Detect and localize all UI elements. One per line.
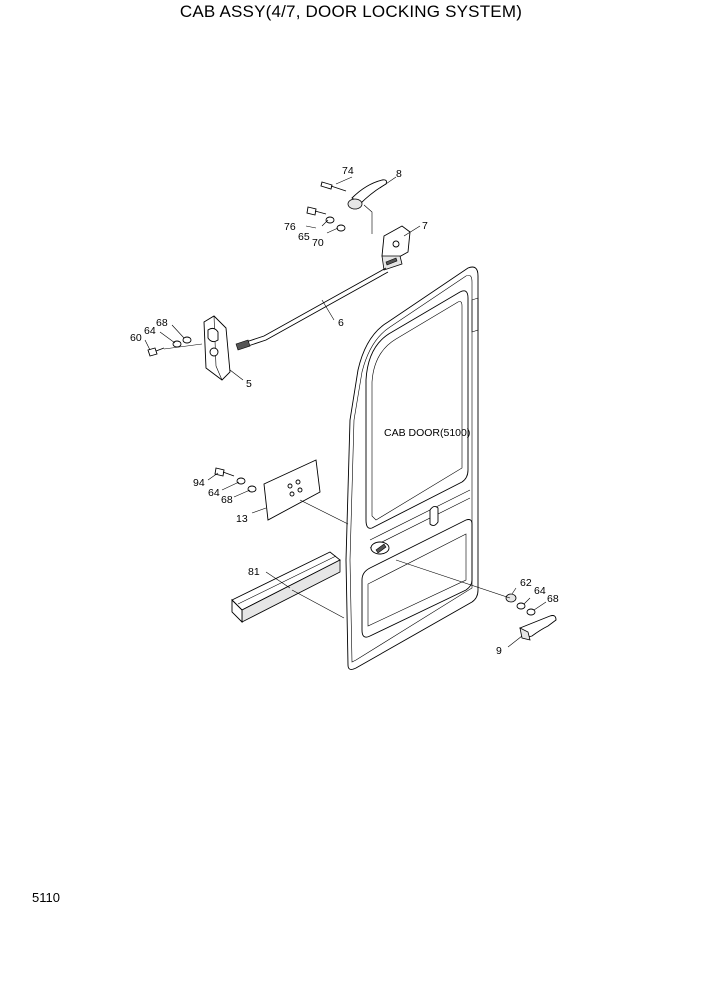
callout-94: 94	[193, 477, 205, 489]
bracket-7	[381, 225, 411, 271]
callout-62: 62	[520, 577, 532, 589]
washer-65	[325, 216, 335, 224]
lock-5	[203, 315, 251, 381]
callout-68-lower: 68	[547, 593, 559, 605]
rail-81	[231, 551, 341, 624]
washer-70	[336, 224, 346, 232]
callout-64-lower: 64	[534, 585, 546, 597]
callout-9: 9	[496, 645, 502, 657]
nut-62	[505, 593, 517, 603]
door-label: CAB DOOR(5100)	[384, 427, 470, 439]
callout-74: 74	[342, 165, 354, 177]
callout-labels: 74 8 76 7 65 70 6 68 64 60 5 94 64 68 13…	[130, 165, 559, 657]
callout-68-middle: 68	[221, 494, 233, 506]
callout-64-middle: 64	[208, 487, 220, 499]
washer-68-upper	[182, 336, 192, 344]
washer-68-lower	[526, 608, 536, 616]
rod-6	[245, 267, 389, 347]
callout-7: 7	[422, 220, 428, 232]
page-title: CAB ASSY(4/7, DOOR LOCKING SYSTEM)	[179, 2, 523, 21]
handle-9	[519, 615, 557, 641]
washer-64-lower	[516, 602, 526, 610]
plate-13	[263, 459, 321, 521]
callout-70: 70	[312, 237, 324, 249]
pin-74	[320, 181, 347, 192]
callout-13: 13	[236, 513, 248, 525]
callout-65: 65	[298, 231, 310, 243]
bolt-60	[147, 347, 165, 357]
callout-5: 5	[246, 378, 252, 390]
bolt-94	[214, 467, 235, 477]
washer-64-middle	[236, 477, 246, 485]
cab-door	[345, 266, 479, 670]
page-number: 5110	[32, 890, 60, 905]
lever-8	[347, 179, 387, 210]
washer-64-upper	[172, 340, 182, 348]
leader-lines	[144, 176, 547, 648]
callout-68-upper: 68	[156, 317, 168, 329]
callout-6: 6	[338, 317, 344, 329]
callout-60: 60	[130, 332, 142, 344]
washer-68-middle	[247, 485, 257, 493]
callout-81: 81	[248, 566, 260, 578]
callout-76: 76	[284, 221, 296, 233]
bolt-76	[306, 206, 327, 216]
callout-64-upper: 64	[144, 325, 156, 337]
callout-8: 8	[396, 168, 402, 180]
